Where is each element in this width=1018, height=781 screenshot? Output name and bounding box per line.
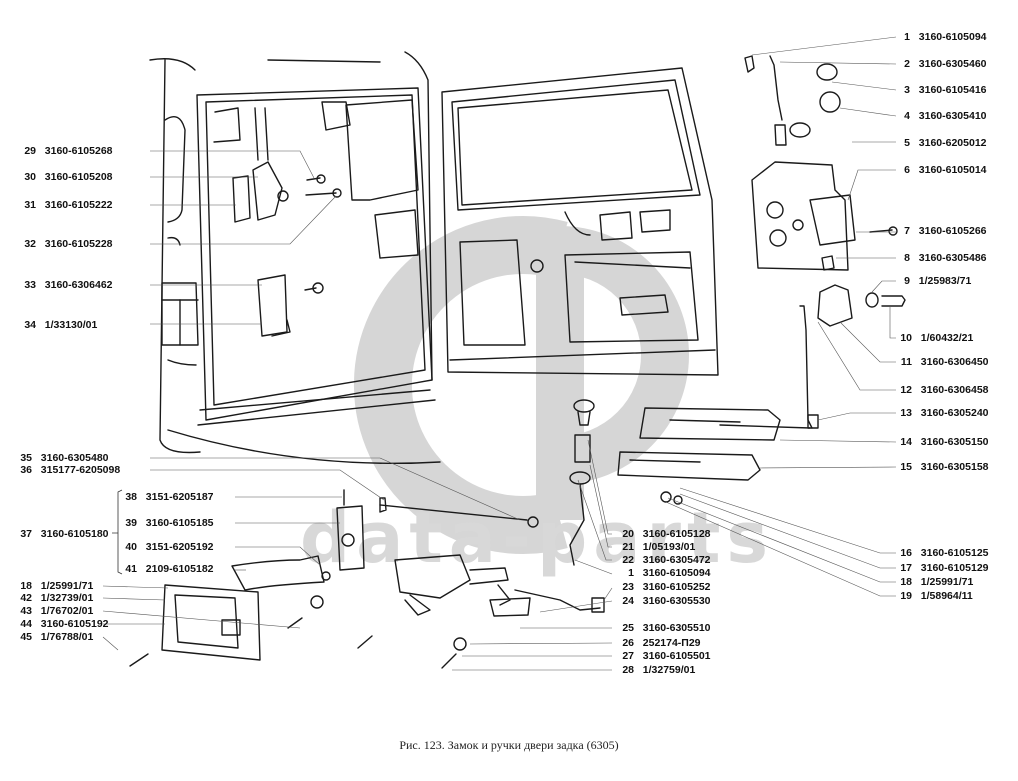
callout-33[interactable]: 33 3160-6306462 (24, 279, 113, 291)
callout-35[interactable]: 35 3160-6305480 (20, 452, 109, 464)
callout-45[interactable]: 45 1/76788/01 (20, 631, 94, 643)
assembly-37-bracket (112, 489, 123, 575)
callout-31[interactable]: 31 3160-6105222 (24, 199, 113, 211)
callout-23[interactable]: 23 3160-6105252 (622, 581, 711, 593)
outer-handle (617, 407, 811, 505)
callout-13[interactable]: 13 3160-6305240 (900, 407, 989, 419)
callout-34[interactable]: 34 1/33130/01 (24, 319, 98, 331)
callout-1[interactable]: 1 3160-6105094 (904, 31, 987, 43)
callout-18[interactable]: 18 1/25991/71 (900, 576, 974, 588)
callout-2[interactable]: 2 3160-6305460 (904, 58, 987, 70)
callout-43[interactable]: 43 1/76702/01 (20, 605, 94, 617)
callout-14[interactable]: 14 3160-6305150 (900, 436, 989, 448)
callout-4[interactable]: 4 3160-6305410 (904, 110, 987, 122)
callout-9[interactable]: 9 1/25983/71 (904, 275, 972, 287)
callout-11[interactable]: 11 3160-6306450 (900, 356, 989, 368)
actuator (379, 497, 605, 617)
left-door (196, 87, 436, 426)
callout-7[interactable]: 7 3160-6105266 (904, 225, 987, 237)
figure-caption: Рис. 123. Замок и ручки двери задка (630… (399, 738, 619, 752)
callout-36[interactable]: 36 315177-6205098 (20, 464, 121, 476)
rear-lock (751, 161, 898, 271)
callout-40[interactable]: 40 3151-6205192 (125, 541, 214, 553)
callout-29[interactable]: 29 3160-6105268 (24, 145, 113, 157)
callout-26[interactable]: 26 252174-П29 (622, 637, 701, 649)
callout-20[interactable]: 20 3160-6105128 (622, 528, 711, 540)
striker (799, 284, 906, 429)
callout-41[interactable]: 41 2109-6105182 (125, 563, 214, 575)
callout-19[interactable]: 19 1/58964/11 (900, 590, 973, 602)
callout-30[interactable]: 30 3160-6105208 (24, 171, 113, 183)
callout-28[interactable]: 28 1/32759/01 (622, 664, 696, 676)
callout-21[interactable]: 21 1/05193/01 (622, 541, 696, 553)
watermark-text: data-parts (300, 497, 774, 579)
lock-cylinder-parts (744, 55, 841, 146)
callout-10[interactable]: 10 1/60432/21 (900, 332, 974, 344)
callout-3[interactable]: 3 3160-6105416 (904, 84, 987, 96)
callout-6[interactable]: 6 3160-6105014 (904, 164, 987, 176)
callout-15[interactable]: 15 3160-6305158 (900, 461, 989, 473)
callout-17[interactable]: 17 3160-6105129 (900, 562, 989, 574)
callout-22[interactable]: 22 3160-6305472 (622, 554, 711, 566)
watermark (354, 216, 689, 554)
callout-38[interactable]: 38 3151-6205187 (125, 491, 214, 503)
callout-39[interactable]: 39 3160-6105185 (125, 517, 214, 529)
callout-44[interactable]: 44 3160-6105192 (20, 618, 109, 630)
callout-27[interactable]: 27 3160-6105501 (622, 650, 711, 662)
callout-5[interactable]: 5 3160-6205012 (904, 137, 987, 149)
callout-12[interactable]: 12 3160-6306458 (900, 384, 989, 396)
callout-8[interactable]: 8 3160-6305486 (904, 252, 987, 264)
leader-lines (102, 36, 897, 671)
right-door (441, 67, 719, 376)
watermark-logo-p (536, 225, 689, 520)
inner-handle (129, 489, 467, 669)
callout-32[interactable]: 32 3160-6105228 (24, 238, 113, 250)
hinge-assembly (232, 161, 342, 337)
tail-lamp (161, 282, 199, 346)
callout-42[interactable]: 42 1/32739/01 (20, 592, 94, 604)
callout-18-left[interactable]: 18 1/25991/71 (20, 580, 94, 592)
callout-1-center[interactable]: 1 3160-6105094 (628, 567, 711, 579)
callout-24[interactable]: 24 3160-6305530 (622, 595, 711, 607)
callout-37[interactable]: 37 3160-6105180 (20, 528, 109, 540)
callout-25[interactable]: 25 3160-6305510 (622, 622, 711, 634)
lock-button (569, 399, 595, 566)
watermark-logo-g (354, 216, 568, 554)
callout-16[interactable]: 16 3160-6105125 (900, 547, 989, 559)
